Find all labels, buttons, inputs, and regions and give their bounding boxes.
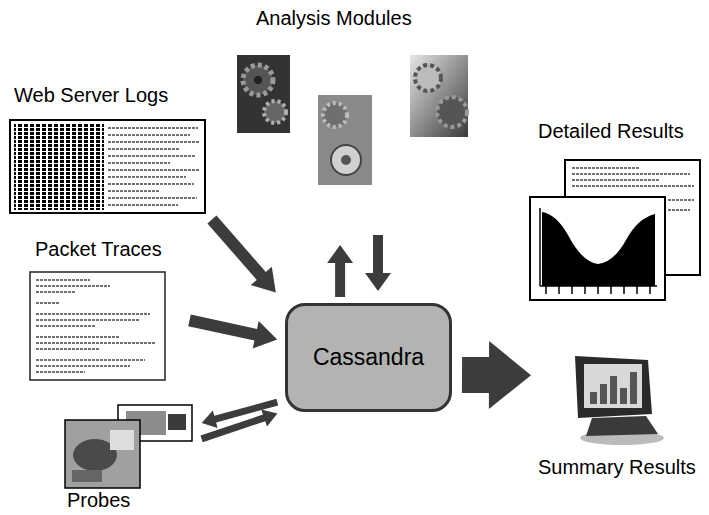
chart-sheet	[530, 197, 665, 300]
disc	[331, 145, 361, 175]
block-arrow	[207, 216, 275, 293]
log-dense-text	[14, 124, 104, 210]
monitor-picture	[575, 356, 664, 445]
module-group: Analysis Modules	[230, 2, 475, 187]
block-arrow	[365, 235, 391, 291]
trace-picture	[30, 272, 165, 380]
gear	[437, 97, 467, 127]
gear	[264, 101, 286, 123]
core-box: Cassandra	[285, 303, 452, 412]
gear-photo	[318, 95, 372, 185]
screen-bar	[630, 372, 637, 404]
chart-axis	[539, 208, 541, 286]
monitor-screen	[584, 364, 642, 408]
node-heading: Summary Results	[538, 456, 696, 478]
block-arrow	[188, 315, 277, 349]
block-arrow	[201, 409, 278, 442]
node-heading: Packet Traces	[35, 238, 162, 260]
gear-photo	[410, 55, 468, 137]
gear-picture	[410, 55, 468, 137]
log-sheet	[10, 120, 205, 213]
gear	[415, 65, 441, 91]
probe-picture	[65, 405, 192, 488]
node-heading: Web Server Logs	[14, 84, 168, 106]
gear	[243, 65, 273, 95]
monitor-base	[586, 416, 658, 436]
results-picture	[530, 160, 700, 300]
node-heading: Detailed Results	[538, 120, 684, 142]
chart-ticks	[546, 286, 650, 294]
gear	[323, 103, 347, 127]
probe-device	[168, 414, 186, 430]
gear-picture	[318, 95, 372, 185]
trace-sheet	[30, 272, 165, 380]
screen-bar	[590, 392, 597, 404]
probe-device	[72, 470, 102, 482]
detail-output: Detailed Results	[528, 118, 703, 303]
gear-hub	[254, 76, 262, 84]
chart-curve	[542, 212, 655, 286]
trace-lines	[36, 280, 155, 372]
screen-bar	[600, 384, 607, 404]
node-heading: Probes	[67, 489, 130, 511]
log-lines	[108, 128, 200, 205]
trace-source: Packet Traces	[28, 236, 168, 381]
screen-bar	[610, 376, 617, 404]
summary-output: Summary Results	[533, 350, 705, 490]
screen-bar	[620, 388, 627, 404]
probe-photo	[65, 420, 140, 488]
block-arrow	[327, 245, 353, 297]
monitor-body	[575, 356, 652, 418]
probe-source: Probes	[62, 403, 194, 513]
probe-device	[110, 430, 134, 450]
node-heading: Analysis Modules	[256, 7, 412, 29]
node-heading: Cassandra	[313, 345, 424, 370]
disc-hub	[341, 155, 351, 165]
block-arrow	[462, 341, 531, 409]
log-source: Web Server Logs	[8, 80, 208, 215]
gear-picture	[237, 55, 290, 133]
log-picture	[10, 120, 205, 213]
gear-photo	[237, 55, 290, 133]
